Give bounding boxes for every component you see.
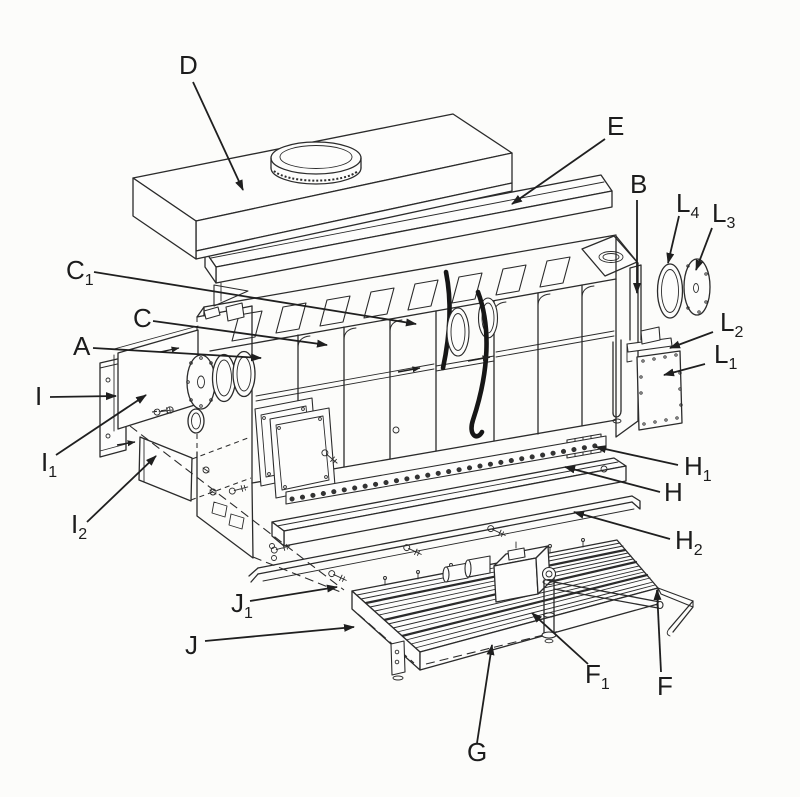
gas-valve-f1 [442,541,557,644]
mounting-screws [153,407,506,582]
part-label-C1: C1 [66,255,94,289]
part-label-I2: I2 [71,509,87,543]
part-label-F: F [657,671,673,701]
leader-arrow-L2 [669,331,714,349]
part-label-J1: J1 [231,588,253,622]
part-label-H2: H2 [675,525,703,559]
retainer-strap [469,289,489,439]
leader-arrow-L1 [663,363,706,377]
leader-arrow-C1 [93,271,417,327]
gusset-bracket [213,284,249,307]
gasket-l4 [656,263,684,319]
burner-rack-g [351,538,694,681]
leader-arrow-J1 [249,584,338,602]
leader-arrow-G [476,644,495,744]
rail-h [271,457,627,547]
slide-tray-j [351,587,659,681]
alignment-dashlines [129,425,345,594]
drop-pipe [543,577,555,637]
part-label-H1: H1 [684,451,712,485]
part-label-C: C [133,303,152,333]
leader-arrow-D [192,81,244,191]
tray-bracket [390,640,406,676]
leader-arrow-I2 [86,455,157,523]
part-label-L1: L1 [714,339,737,373]
leader-arrow-F1 [531,612,589,665]
leader-arrow-H1 [595,445,679,466]
rack-end-bracket [657,587,694,637]
leader-arrows [49,81,714,744]
b-duct [612,264,642,424]
leader-arrow-L4 [666,215,680,264]
assembly-arrow-1 [397,366,421,373]
part-label-G: G [467,737,487,767]
part-label-I1: I1 [41,447,57,481]
leader-arrow-C [152,320,328,348]
part-label-L2: L2 [720,307,743,341]
leader-arrow-F [653,589,662,673]
plate-l1 [636,350,683,431]
part-label-F1: F1 [585,659,610,693]
part-label-L4: L4 [676,188,699,222]
part-label-L3: L3 [712,198,735,232]
flue-collar [270,141,362,185]
assembly-arrow-3 [116,440,136,447]
inspection-plates [254,397,336,499]
gasket-rings [187,350,256,434]
part-label-I: I [35,381,42,411]
part-label-A: A [73,331,91,361]
part-label-H: H [664,477,683,507]
leader-arrow-E [511,138,606,205]
assembly-arrow-2 [467,355,491,362]
right-parts [626,258,711,431]
part-label-E: E [607,111,624,141]
part-label-B: B [630,169,647,199]
leader-arrow-L3 [695,227,713,271]
exploded-drum-gap [440,269,499,439]
top-cover-d [132,113,513,260]
leader-arrow-A [92,347,262,362]
leader-arrow-J [204,623,355,642]
burner-plate [186,354,216,410]
leader-arrow-H [564,465,661,493]
leader-arrow-H2 [573,510,671,540]
leader-arrow-I1 [55,394,147,456]
rail-h2 [248,495,641,583]
disc-l3 [683,258,711,316]
part-label-D: D [179,50,198,80]
part-label-J: J [185,630,198,660]
drum-gasket [446,307,470,357]
leader-arrow-I [49,392,117,401]
cover-plate-i2 [138,436,252,502]
left-parts [99,325,256,502]
